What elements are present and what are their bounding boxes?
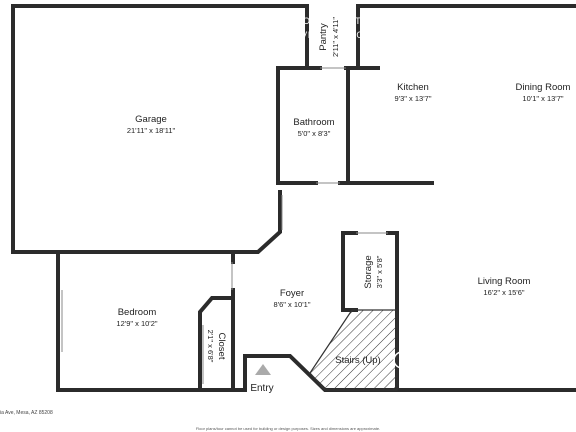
room-name-dining: Dining Room	[516, 82, 571, 93]
disclaimer-text: Floor plans/tour cannot be used for buil…	[195, 426, 381, 431]
room-dims-dining: 10'1" x 13'7"	[522, 94, 563, 103]
room-dims-pantry: 2'11" x 4'11"	[331, 17, 340, 57]
brand-wordmark: invitationhomes	[414, 351, 532, 370]
brand-logo-icon	[393, 351, 411, 369]
watermark-line-2: APPLY ONLY ON THE INVITATION HOMES WEBSI…	[187, 30, 433, 40]
stairs-label: Stairs (Up)	[335, 355, 380, 366]
entry-arrow-icon	[255, 364, 271, 375]
room-dims-bathroom: 5'0" x 8'3"	[298, 129, 331, 138]
room-name-foyer: Foyer	[280, 288, 304, 299]
watermark-line-1: IF YOU SEE THIS LISTING ON CRAIGSLIST OR…	[37, 16, 459, 26]
room-dims-foyer: 8'6" x 10'1"	[274, 300, 311, 309]
address-text: ia Ave, Mesa, AZ 85208	[0, 410, 53, 416]
room-dims-garage: 21'11" x 18'11"	[127, 126, 176, 135]
brand-logo: invitationhomes	[393, 351, 532, 370]
room-name-bedroom: Bedroom	[118, 307, 157, 318]
room-dims-kitchen: 9'3" x 13'7"	[395, 94, 432, 103]
room-dims-bedroom: 12'9" x 10'2"	[116, 319, 157, 328]
room-dims-closet: 2'1" x 6'8"	[206, 330, 215, 363]
entry-label: Entry	[250, 383, 273, 394]
stairs-area	[309, 309, 398, 391]
room-name-closet: Closet	[216, 333, 227, 360]
room-name-garage: Garage	[135, 114, 167, 125]
room-name-kitchen: Kitchen	[397, 82, 429, 93]
windows	[61, 67, 388, 384]
room-name-storage: Storage	[363, 255, 374, 288]
room-name-bathroom: Bathroom	[293, 117, 334, 128]
room-dims-storage: 3'3" x 5'8"	[375, 255, 384, 288]
room-dims-living: 16'2" x 15'6"	[483, 288, 524, 297]
room-name-living: Living Room	[478, 276, 531, 287]
room-name-pantry: Pantry	[318, 23, 329, 51]
walls	[11, 4, 576, 392]
